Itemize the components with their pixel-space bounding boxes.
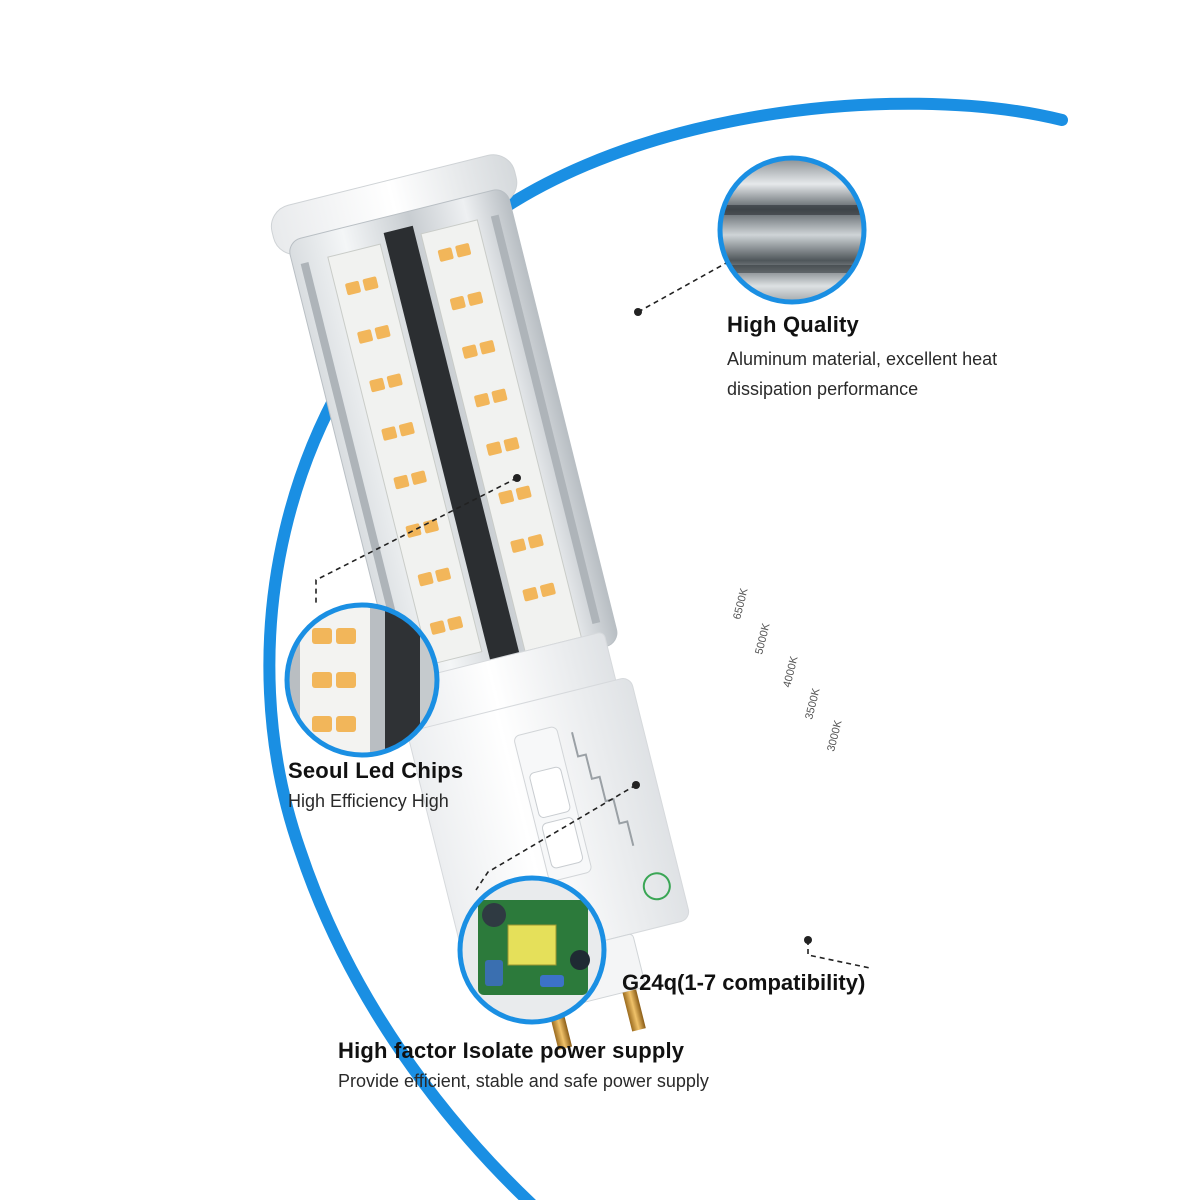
feature-title: High Quality	[727, 312, 859, 337]
aluminum-heatsink-zoom-icon	[720, 158, 864, 302]
callout-line-base	[807, 940, 871, 969]
feature-power-supply: High factor Isolate power supply Provide…	[338, 1038, 709, 1096]
power-driver-zoom-icon	[460, 878, 604, 1022]
feature-desc: High Efficiency High	[288, 791, 449, 811]
switch-label-4000: 4000K	[781, 654, 800, 688]
feature-desc-line2: dissipation performance	[727, 379, 919, 399]
switch-label-3000: 3000K	[825, 718, 844, 752]
feature-desc-line1: Aluminum material, excellent heat	[727, 349, 998, 369]
callout-line-quality	[637, 261, 729, 313]
callout-line-power	[475, 784, 637, 891]
switch-label-5000: 5000K	[753, 621, 772, 655]
feature-desc: Provide efficient, stable and safe power…	[338, 1071, 709, 1091]
switch-label-6500: 6500K	[731, 586, 750, 620]
feature-high-quality: High Quality Aluminum material, excellen…	[727, 312, 997, 404]
feature-led-chips: Seoul Led Chips High Efficiency High	[288, 758, 463, 816]
rohs-badge-icon	[642, 872, 671, 901]
led-chips-right	[437, 243, 556, 602]
base-compatibility-label: G24q(1-7 compatibility)	[622, 970, 866, 995]
led-chips-left	[345, 276, 464, 635]
feature-title: High factor Isolate power supply	[338, 1038, 685, 1063]
led-chip-zoom-icon	[287, 605, 437, 755]
switch-label-3500: 3500K	[803, 686, 822, 720]
callout-line-chips	[315, 477, 518, 605]
accent-arc	[263, 97, 1068, 1200]
feature-title: Seoul Led Chips	[288, 758, 464, 783]
